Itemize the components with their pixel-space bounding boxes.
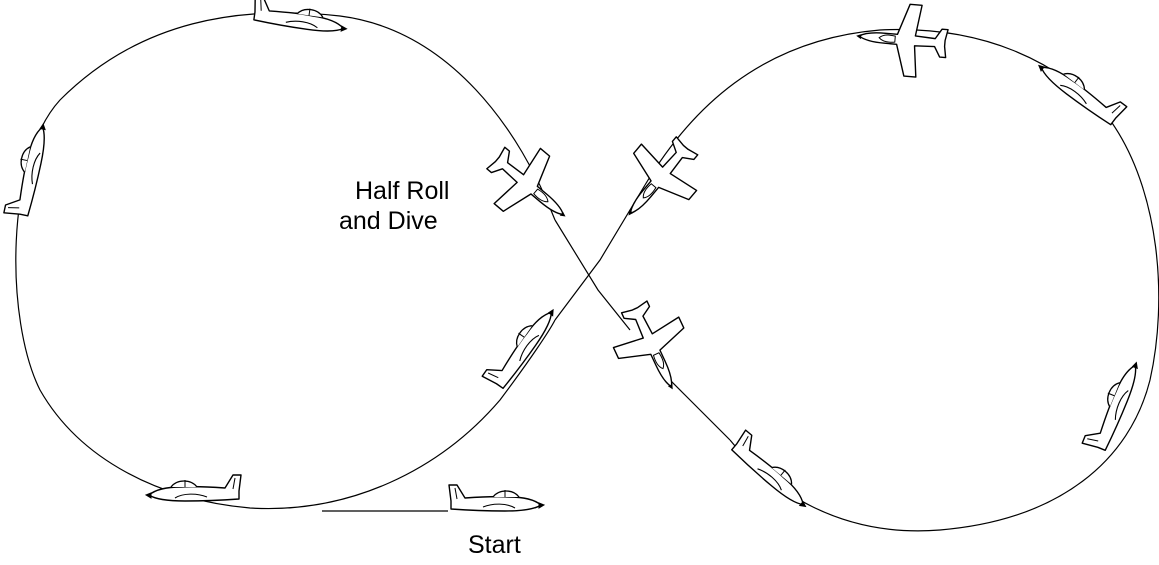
airplane-icon (1034, 48, 1128, 129)
lower-right-path (659, 369, 731, 441)
airplane-icon (600, 291, 707, 406)
start-label: Start (468, 531, 521, 559)
left-loop-path (15, 12, 556, 510)
airplane-icon (250, 0, 351, 36)
airplane-icon (3, 119, 50, 219)
maneuver-label: Half Roll and Dive (339, 176, 450, 236)
flight-path (15, 12, 1159, 532)
airplane-icon (852, 0, 951, 81)
airplane-icon (1081, 354, 1143, 454)
right-loop-path (644, 28, 1159, 532)
airplane-icon (600, 121, 716, 240)
maneuver-label-line1: Half Roll (355, 177, 450, 205)
airplane-icon (481, 297, 559, 392)
airplane-icon (471, 129, 590, 245)
crossover-line-up (554, 184, 646, 321)
airplane-icon (728, 429, 820, 512)
airplane-icon (448, 484, 545, 512)
maneuver-label-line2: and Dive (339, 207, 438, 235)
aircraft-positions (3, 0, 1143, 512)
crossover-line-down (554, 219, 631, 331)
